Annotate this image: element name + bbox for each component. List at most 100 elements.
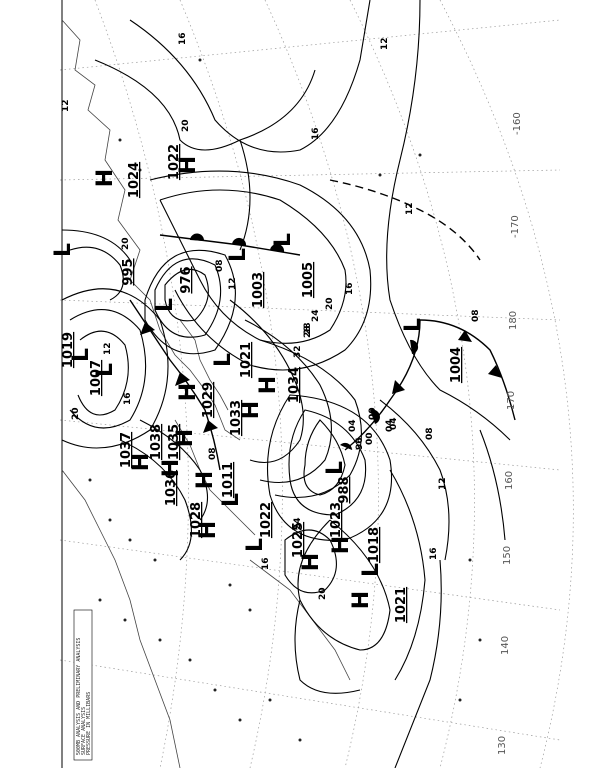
centre-letter: L	[401, 318, 426, 332]
longitude-label: 160	[504, 471, 515, 490]
isobar-label: 20	[71, 407, 81, 420]
centre-value: 995	[121, 258, 136, 285]
pressure-centre: H	[93, 169, 118, 187]
pressure-centre: L	[226, 248, 251, 262]
lat-lon-grid	[59, 0, 574, 768]
pressure-centre: L	[323, 461, 348, 475]
cold-front-triangle	[488, 365, 502, 378]
station-dot	[378, 173, 382, 177]
centre-letter: H	[193, 471, 218, 489]
isobar-label: 16	[178, 32, 188, 45]
pressure-centre: L	[51, 243, 76, 257]
isobar-label: 00	[365, 432, 375, 445]
pressure-centre: H	[256, 376, 281, 394]
isobar-label: 00	[368, 407, 378, 420]
centre-letter: L	[271, 233, 296, 247]
pressure-centre-value: 1024	[127, 162, 142, 198]
station-dot	[458, 698, 462, 702]
grid-meridian	[59, 419, 561, 471]
isobar-label: 12	[405, 202, 415, 215]
longitude-label: 150	[502, 546, 513, 565]
centre-value: 1019	[61, 332, 76, 368]
isobar-label: 24	[293, 517, 303, 530]
centre-value: 1025	[291, 522, 306, 558]
caption-line: 500MB ANALYSIS AND PRELIMINARY ANALYSIS	[76, 638, 82, 755]
pressure-centre: H	[176, 156, 201, 174]
caption-box: 500MB ANALYSIS AND PRELIMINARY ANALYSIS …	[73, 609, 93, 761]
grid-parallel	[179, 0, 283, 768]
centre-value: 1023	[329, 502, 344, 538]
centre-value: 1028	[189, 502, 204, 538]
pressure-centre-value: 1007	[89, 360, 104, 396]
station-dot	[88, 478, 92, 482]
pressure-centre-value: 1011	[221, 462, 236, 498]
warm-front-semicircle	[232, 237, 247, 246]
grid-parallel	[439, 0, 574, 768]
isobar	[61, 229, 131, 261]
pressure-centre: H	[349, 591, 374, 609]
pressure-centre: H	[329, 536, 354, 554]
isobar-labels: 16 20 12 16 20 12 08 12 16 20 24 28 32 1…	[61, 32, 481, 600]
centre-letter: L	[51, 243, 76, 257]
centre-value: 1022	[259, 502, 274, 538]
centre-letter: H	[256, 376, 281, 394]
pressure-centre-value: 1023	[329, 502, 344, 538]
pressure-centre-value: 1036	[164, 470, 179, 506]
centre-letter: L	[359, 563, 384, 577]
pressure-centre-value: 1003	[251, 272, 266, 308]
grid-parallel	[264, 0, 379, 768]
station-plots	[88, 58, 482, 742]
pressure-centre-value: 1022	[167, 144, 182, 180]
station-dot	[118, 138, 122, 142]
station-dot	[98, 598, 102, 602]
centre-letter: H	[299, 553, 324, 571]
cold-front-triangle	[140, 322, 155, 335]
cold-front-triangle	[175, 372, 190, 386]
pressure-centre-value: 995	[121, 258, 136, 285]
isobars	[61, 0, 511, 768]
pressure-centre-value: 988	[337, 476, 352, 503]
isobar	[266, 394, 393, 542]
longitude-label: 170	[506, 391, 517, 410]
station-dot	[138, 168, 142, 172]
pressure-centre: H	[159, 459, 184, 477]
isobar-label: 08	[425, 427, 435, 440]
isobar	[61, 288, 169, 449]
isobar-label: 96	[355, 437, 365, 450]
station-dot	[128, 538, 132, 542]
caption-line: SURFACE ANALYSIS	[81, 707, 87, 755]
coastline-japan	[174, 419, 256, 536]
station-dot	[108, 518, 112, 522]
centre-value: 1018	[367, 527, 382, 563]
isobar-label: 20	[181, 119, 191, 132]
centre-letter: L	[243, 538, 268, 552]
isobar-label: 04	[389, 417, 399, 430]
warm-front-semicircle	[190, 233, 205, 241]
cold-front-triangle	[203, 420, 218, 433]
centre-letter: H	[176, 156, 201, 174]
pressure-centre-value: 1021	[394, 587, 409, 623]
centre-value: 1035	[167, 424, 182, 460]
station-dot	[478, 638, 482, 642]
pressure-centre: L	[69, 348, 94, 362]
centre-value: 1021	[239, 342, 254, 378]
pressure-centre-value: 1022	[259, 502, 274, 538]
pressure-centres: H 1024 H 1022 L 995 L 976 L 1003 L	[51, 144, 464, 623]
pressure-centre-value: 976	[179, 266, 194, 293]
coastline-asia-south	[61, 469, 181, 768]
centre-letter: H	[173, 429, 198, 447]
grid-meridian	[59, 659, 561, 741]
isobar-label: 28	[303, 322, 313, 335]
pressure-centre-value: 1038	[149, 424, 164, 460]
isobar-label: 24	[311, 309, 321, 322]
isobar-label: 20	[121, 237, 131, 250]
isobar	[119, 439, 192, 561]
centre-value: 1038	[149, 424, 164, 460]
isobar	[479, 429, 506, 541]
centre-value: 988	[337, 476, 352, 503]
longitude-label: -170	[510, 215, 521, 238]
isobar-label: 12	[228, 277, 238, 290]
centre-value: 1021	[394, 587, 409, 623]
coastline-asia-north	[61, 19, 241, 441]
